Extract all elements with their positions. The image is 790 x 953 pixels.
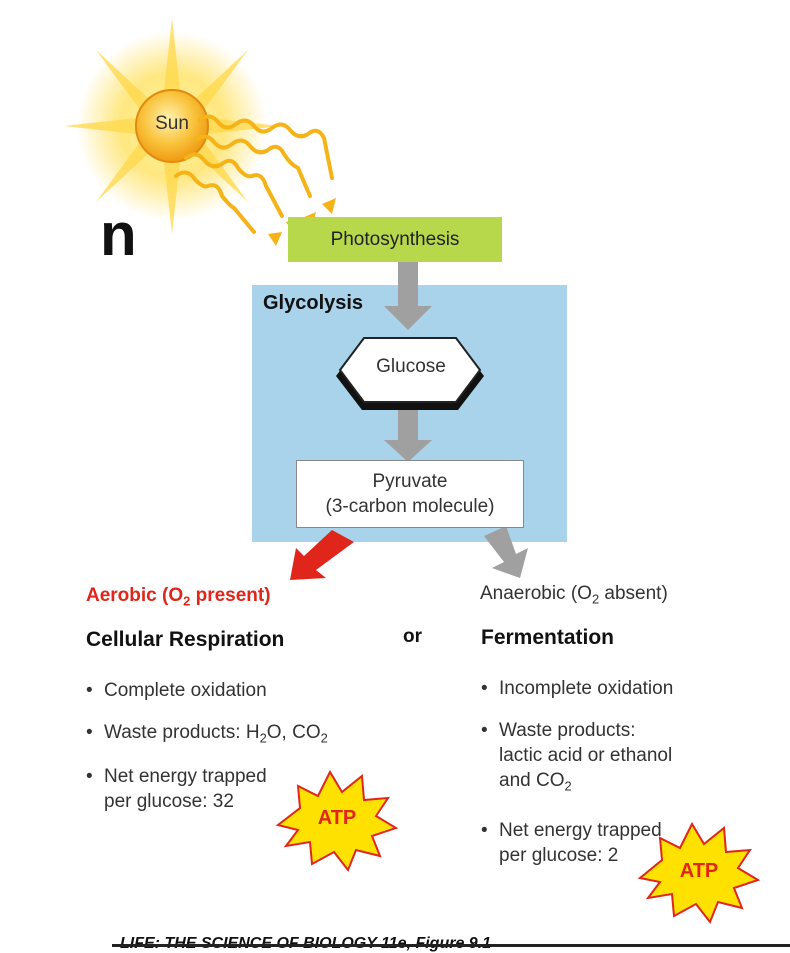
cellular-respiration-heading: Cellular Respiration	[86, 628, 285, 651]
cut-off-heading-fragment: n	[100, 201, 137, 268]
glycolysis-title: Glycolysis	[263, 292, 364, 314]
flow-arrows	[384, 262, 528, 578]
anaerobic-label: Anaerobic (O2 absent)	[480, 583, 668, 607]
glucose-hexagon	[336, 337, 484, 410]
fermentation-heading: Fermentation	[481, 626, 615, 649]
photosynthesis-label: Photosynthesis	[330, 228, 460, 250]
sun-icon	[64, 18, 280, 234]
fermentation-bullet-oxidation: Incomplete oxidation	[481, 676, 673, 701]
pyruvate-label: Pyruvate	[372, 471, 448, 492]
atp-burst-right	[637, 821, 761, 924]
sunlight-rays	[174, 114, 334, 234]
fermentation-bullet-waste: Waste products:lactic acid or ethanoland…	[481, 718, 672, 793]
aerobic-arrow	[290, 530, 354, 580]
respiration-bullet-oxidation: Complete oxidation	[86, 678, 267, 703]
figure-credit: LIFE: THE SCIENCE OF BIOLOGY 11e, Figure…	[120, 935, 491, 953]
sun-label: Sun	[155, 113, 189, 134]
atp-burst-left	[275, 769, 399, 872]
pyruvate-sublabel: (3-carbon molecule)	[325, 496, 495, 517]
respiration-bullet-waste: Waste products: H2O, CO2	[86, 720, 328, 745]
photosynthesis-box: Photosynthesis	[288, 217, 502, 262]
atp-label-right: ATP	[679, 860, 719, 882]
or-label: or	[403, 626, 422, 647]
aerobic-label: Aerobic (O2 present)	[86, 585, 271, 609]
bottom-rule	[112, 944, 790, 947]
pyruvate-box: Pyruvate (3-carbon molecule)	[296, 460, 524, 528]
glucose-label: Glucose	[376, 356, 446, 377]
atp-label-left: ATP	[317, 807, 357, 829]
